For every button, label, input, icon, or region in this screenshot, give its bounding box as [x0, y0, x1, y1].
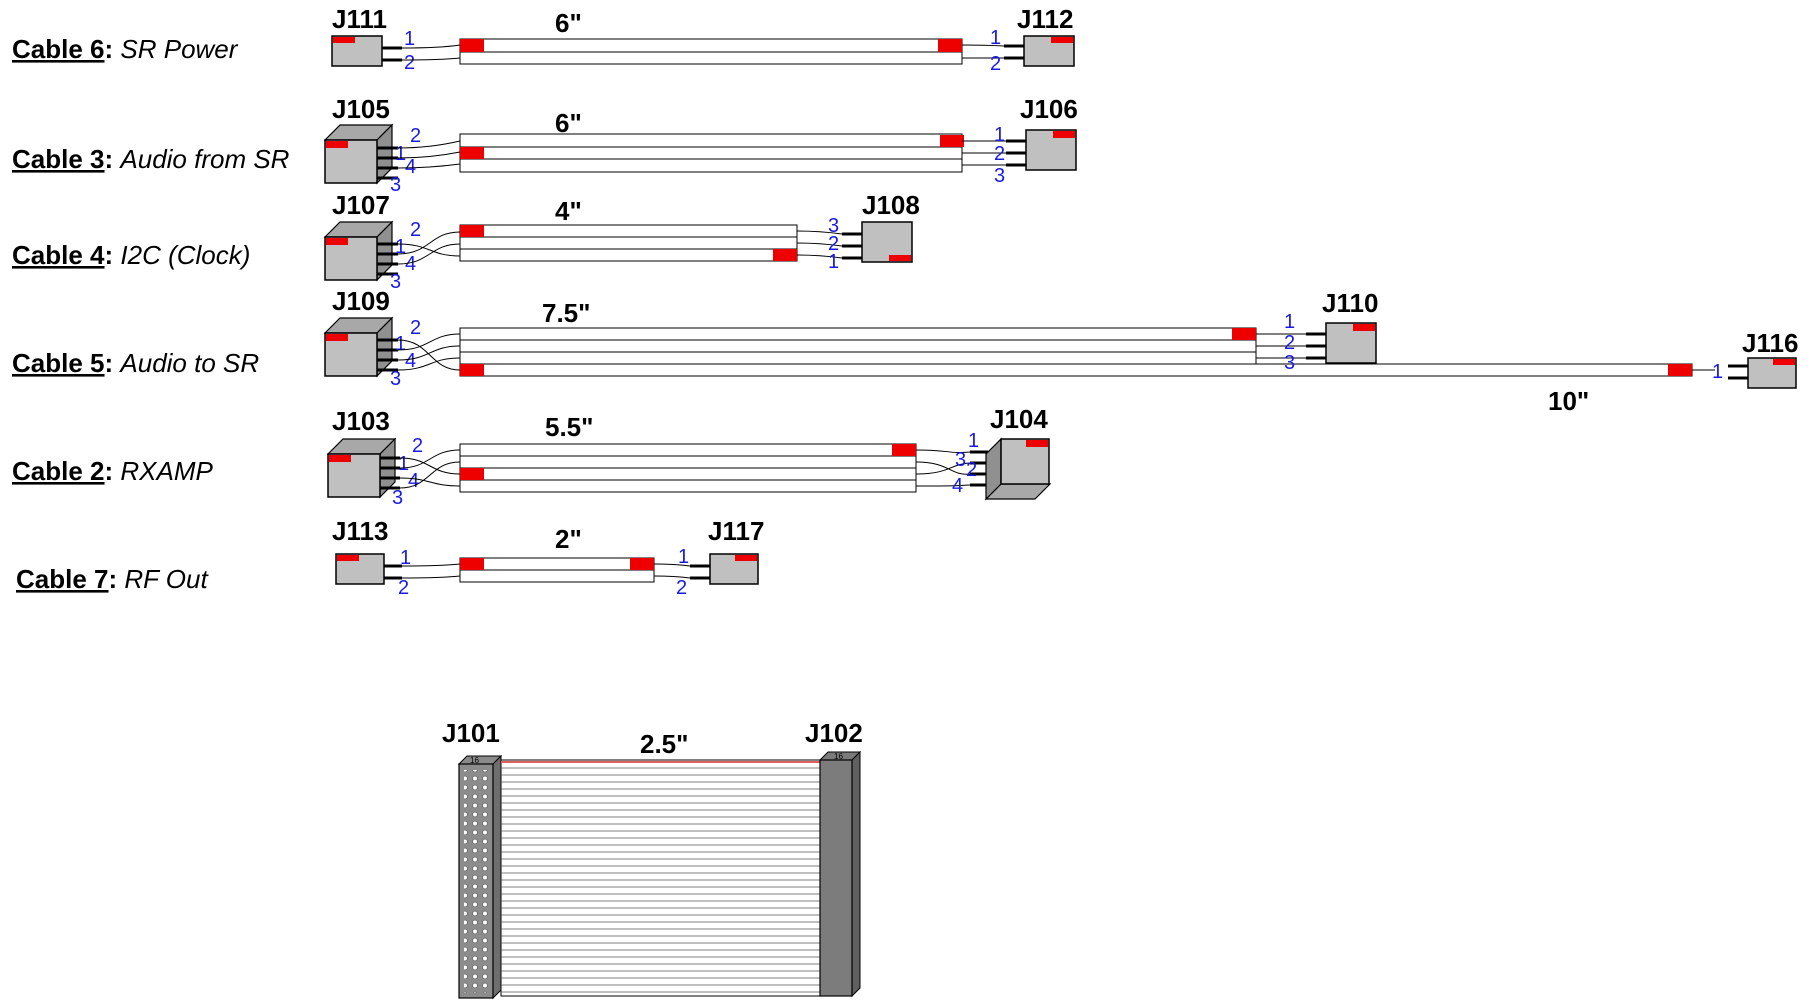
svg-text:3: 3 [828, 215, 839, 237]
svg-text:Cable 3: Audio from SR: Cable 3: Audio from SR [12, 144, 289, 174]
cable-5-length: 7.5" [542, 298, 590, 328]
svg-text:2: 2 [410, 219, 421, 241]
connector-J113-label: J113 [332, 516, 388, 546]
svg-text:2: 2 [404, 52, 415, 74]
svg-text:1: 1 [404, 28, 415, 50]
svg-text:2: 2 [994, 143, 1005, 165]
svg-text:3: 3 [994, 165, 1005, 187]
svg-text:2: 2 [966, 459, 977, 481]
cable-5-desc: Audio to SR [118, 348, 259, 378]
svg-text:16: 16 [470, 756, 479, 765]
cable-5: Cable 5: Audio to SR J109 J110 J116 7.5"… [12, 286, 1798, 416]
svg-text:1: 1 [994, 124, 1005, 146]
svg-text:Cable 4: I2C (Clock): Cable 4: I2C (Clock) [12, 240, 250, 270]
connector-J103-label: J103 [332, 406, 390, 436]
cable-7-length: 2" [555, 524, 582, 554]
svg-text:2: 2 [398, 577, 409, 599]
svg-text:4: 4 [952, 475, 963, 497]
ribbon-length: 2.5" [640, 729, 688, 759]
cable-2-length: 5.5" [545, 412, 593, 442]
cable-6-desc: SR Power [120, 34, 238, 64]
svg-text:1: 1 [678, 546, 689, 568]
svg-text:1: 1 [395, 236, 406, 258]
svg-text:1: 1 [990, 27, 1001, 49]
svg-text:2: 2 [828, 233, 839, 255]
connector-J109-label: J109 [332, 286, 390, 316]
cable-6-label: Cable 6 [12, 34, 105, 64]
cable-7-desc: RF Out [124, 564, 209, 594]
cable-4-desc: I2C (Clock) [120, 240, 250, 270]
cable-4-length: 4" [555, 196, 582, 226]
cable-3-length: 6" [555, 108, 582, 138]
connector-J105-label: J105 [332, 94, 390, 124]
svg-text:4: 4 [405, 253, 416, 275]
connector-J116-label: J116 [1742, 328, 1798, 358]
cable-3-label: Cable 3 [12, 144, 105, 174]
svg-text:2: 2 [1284, 332, 1295, 354]
connector-J104-label: J104 [990, 404, 1048, 434]
svg-text:16: 16 [834, 752, 843, 761]
connector-J107-label: J107 [332, 190, 390, 220]
cable-4: Cable 4: I2C (Clock) J107 J108 4" 2 1 4 … [12, 190, 920, 293]
svg-text:3: 3 [390, 174, 401, 196]
svg-text:1: 1 [395, 333, 406, 355]
svg-text:4: 4 [405, 350, 416, 372]
svg-text:1: 1 [400, 547, 411, 569]
connector-J117-label: J117 [708, 516, 764, 546]
cable-5-length-2: 10" [1548, 386, 1589, 416]
svg-text:1: 1 [395, 143, 406, 165]
cable-6-length: 6" [555, 8, 582, 38]
cable-3-desc: Audio from SR [118, 144, 289, 174]
connector-J109 [324, 332, 378, 377]
svg-text:4: 4 [408, 470, 419, 492]
svg-text:4: 4 [405, 156, 416, 178]
cable-4-label: Cable 4 [12, 240, 105, 270]
svg-text:1: 1 [968, 430, 979, 452]
svg-text:2: 2 [990, 53, 1001, 75]
pin1-marker [333, 37, 355, 43]
connector-J101: 16 [457, 754, 503, 1000]
svg-text:2: 2 [676, 577, 687, 599]
svg-text:Cable 6: SR Power: Cable 6: SR Power [12, 34, 239, 64]
connector-J102: 16 [818, 750, 862, 998]
svg-text:3: 3 [1284, 352, 1295, 374]
connector-J112-label: J112 [1017, 4, 1073, 34]
connector-J111-label: J111 [332, 4, 387, 34]
svg-text:2: 2 [410, 317, 421, 339]
svg-text:Cable 5: Audio to SR: Cable 5: Audio to SR [12, 348, 259, 378]
connector-J102-label: J102 [805, 718, 863, 748]
cable-6: Cable 6: SR Power J111 J112 6" 1 2 1 2 [12, 4, 1075, 75]
cable-3: Cable 3: Audio from SR J105 J106 6" 2 1 … [12, 94, 1078, 196]
svg-text:Cable 7: RF Out: Cable 7: RF Out [16, 564, 209, 594]
svg-text:1: 1 [828, 251, 839, 273]
cable-2-label: Cable 2 [12, 456, 105, 486]
connector-J101-label: J101 [442, 718, 500, 748]
svg-text:3: 3 [390, 271, 401, 293]
connector-J107 [324, 236, 378, 281]
ribbon-cable: J101 J102 2.5" 16 16 [442, 718, 863, 1000]
svg-text:2: 2 [410, 125, 421, 147]
svg-text:3: 3 [392, 487, 403, 509]
svg-text:Cable 2: RXAMP: Cable 2: RXAMP [12, 456, 214, 486]
cable-2: Cable 2: RXAMP J103 J104 5.5" 2 1 4 3 1 … [12, 404, 1052, 509]
cable-2-desc: RXAMP [120, 456, 213, 486]
cable-5-label: Cable 5 [12, 348, 105, 378]
svg-text:3: 3 [390, 368, 401, 390]
svg-text:3: 3 [955, 449, 966, 471]
connector-J108-label: J108 [862, 190, 920, 220]
svg-text:2: 2 [412, 435, 423, 457]
svg-text:1: 1 [398, 453, 409, 475]
cable-7-label: Cable 7 [16, 564, 109, 594]
svg-text:1: 1 [1284, 311, 1295, 333]
ribbon-wires [501, 767, 820, 993]
cable-7: Cable 7: RF Out J113 J117 2" 1 2 1 2 [16, 516, 764, 599]
svg-text:1: 1 [1712, 361, 1723, 383]
connector-J106-label: J106 [1020, 94, 1078, 124]
connector-J110-label: J110 [1322, 288, 1378, 318]
